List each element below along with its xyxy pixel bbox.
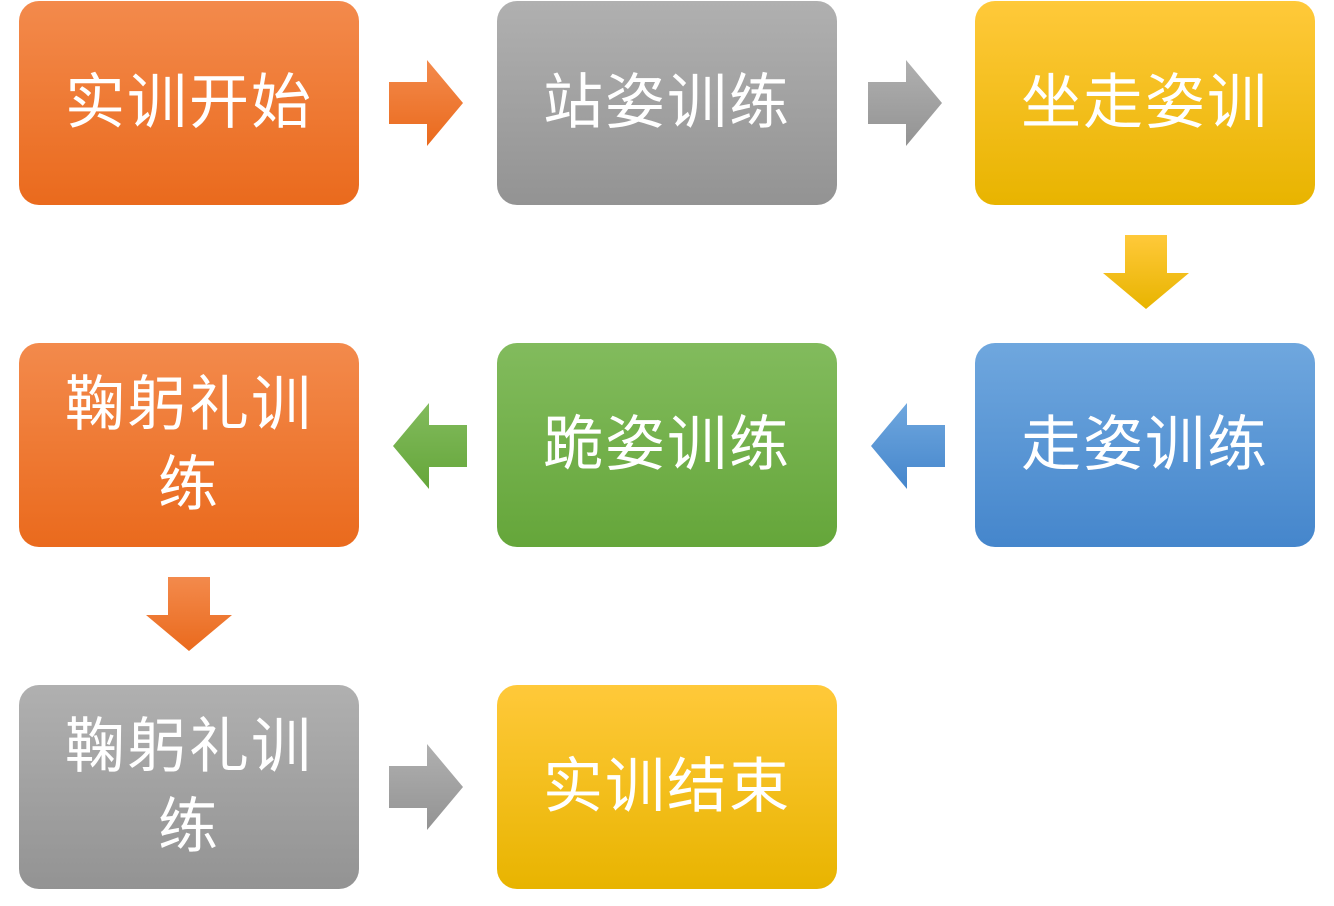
arrow-right-icon bbox=[868, 60, 942, 146]
arrow-down-icon bbox=[1103, 235, 1189, 309]
arrow-left-icon bbox=[393, 403, 467, 489]
step-bow-1-label: 鞠躬礼训练 bbox=[65, 370, 313, 520]
step-bow-2-label: 鞠躬礼训练 bbox=[65, 712, 313, 862]
arrow-left-icon bbox=[871, 403, 945, 489]
step-sit-walk: 坐走姿训 bbox=[975, 1, 1315, 205]
step-bow-1: 鞠躬礼训练 bbox=[19, 343, 359, 547]
step-standing-label: 站姿训练 bbox=[543, 68, 791, 138]
step-bow-2: 鞠躬礼训练 bbox=[19, 685, 359, 889]
step-walking: 走姿训练 bbox=[975, 343, 1315, 547]
arrow-right-icon bbox=[389, 744, 463, 830]
step-kneeling-label: 跪姿训练 bbox=[543, 410, 791, 480]
step-end: 实训结束 bbox=[497, 685, 837, 889]
arrow-down-icon bbox=[146, 577, 232, 651]
step-start: 实训开始 bbox=[19, 1, 359, 205]
step-walking-label: 走姿训练 bbox=[1021, 410, 1269, 480]
step-start-label: 实训开始 bbox=[65, 68, 313, 138]
step-sit-walk-label: 坐走姿训 bbox=[1021, 68, 1269, 138]
step-end-label: 实训结束 bbox=[543, 752, 791, 822]
arrow-right-icon bbox=[389, 60, 463, 146]
step-standing: 站姿训练 bbox=[497, 1, 837, 205]
step-kneeling: 跪姿训练 bbox=[497, 343, 837, 547]
